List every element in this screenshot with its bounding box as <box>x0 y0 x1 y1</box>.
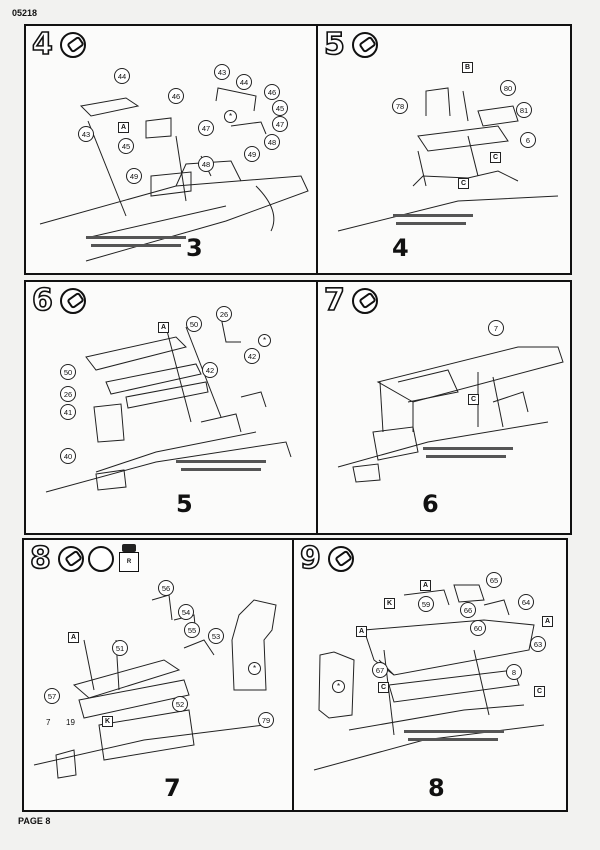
callout-48b: 48 <box>264 134 280 150</box>
step-8-drawing <box>33 594 277 779</box>
paint-flag-c: C <box>378 682 390 693</box>
step-number: 7 <box>323 283 345 318</box>
paint-flag-a: A <box>158 322 170 333</box>
asterisk-icon: * <box>258 334 271 347</box>
step-7-panel: 7 7 C 6 <box>316 280 572 535</box>
callout-50: 50 <box>186 316 202 332</box>
callout-26: 26 <box>216 306 232 322</box>
result-number: 5 <box>176 490 193 518</box>
callout-45b: 45 <box>272 100 288 116</box>
result-number: 4 <box>392 234 409 262</box>
step-6-drawing <box>45 316 292 493</box>
callout-7: 7 <box>488 320 504 336</box>
step-number: 8 <box>29 541 51 576</box>
callout-43b: 43 <box>214 64 230 80</box>
asterisk-icon: * <box>248 662 261 675</box>
step-4-panel: 4 44 46 43 45 47 48 49 43 44 46 45 47 48… <box>24 24 318 275</box>
paint-flag-c2: C <box>534 686 546 697</box>
result-number: 7 <box>164 774 181 802</box>
step-5-drawing <box>337 87 559 232</box>
callout-65: 65 <box>486 572 502 588</box>
glue-icon <box>60 32 86 58</box>
callout-26b: 26 <box>60 386 76 402</box>
callout-44b: 44 <box>236 74 252 90</box>
glue-icon <box>352 32 378 58</box>
callout-79: 79 <box>258 712 274 728</box>
callout-64: 64 <box>518 594 534 610</box>
callout-46b: 46 <box>264 84 280 100</box>
callout-54: 54 <box>178 604 194 620</box>
step-9-drawing <box>313 584 545 771</box>
step-number: 5 <box>323 27 345 62</box>
paint-flag-c: C <box>490 152 502 163</box>
paint-flag-k: K <box>102 716 114 727</box>
callout-46: 46 <box>168 88 184 104</box>
asterisk-icon: * <box>332 680 345 693</box>
kit-code: 05218 <box>12 8 38 18</box>
callout-60: 60 <box>470 620 486 636</box>
brush-icon <box>88 546 114 572</box>
callout-45: 45 <box>118 138 134 154</box>
callout-47: 47 <box>198 120 214 136</box>
result-number: 3 <box>186 234 203 262</box>
callout-67: 67 <box>372 662 388 678</box>
paint-flag-a: A <box>118 122 130 133</box>
asterisk-icon: * <box>224 110 237 123</box>
paint-flag-a2: A <box>356 626 368 637</box>
paint-flag-a3: A <box>542 616 554 627</box>
callout-80: 80 <box>500 80 516 96</box>
paint-flag-a: A <box>420 580 432 591</box>
paint-flag-b: B <box>462 62 474 73</box>
callout-6: 6 <box>520 132 536 148</box>
glue-icon <box>328 546 354 572</box>
callout-42: 42 <box>244 348 260 364</box>
glue-icon <box>60 288 86 314</box>
paint-jar-icon: R <box>118 544 140 572</box>
callout-48: 48 <box>198 156 214 172</box>
callout-55: 55 <box>184 622 200 638</box>
callout-50b: 50 <box>60 364 76 380</box>
step-7-drawing <box>337 346 564 483</box>
callout-41: 41 <box>60 404 76 420</box>
step-8-panel: 8 R * 56 54 55 53 51 57 52 79 7 19 A K 7 <box>22 538 294 812</box>
callout-52: 52 <box>172 696 188 712</box>
step-number: 6 <box>31 283 53 318</box>
part-label-7: 7 <box>46 718 51 727</box>
callout-42b: 42 <box>202 362 218 378</box>
callout-47b: 47 <box>272 116 288 132</box>
callout-56: 56 <box>158 580 174 596</box>
page-number: PAGE 8 <box>18 816 51 826</box>
result-number: 8 <box>428 774 445 802</box>
callout-44: 44 <box>114 68 130 84</box>
callout-59: 59 <box>418 596 434 612</box>
step-5-panel: 5 80 78 81 6 B C C 4 <box>316 24 572 275</box>
glue-icon <box>352 288 378 314</box>
callout-53: 53 <box>208 628 224 644</box>
callout-57: 57 <box>44 688 60 704</box>
step-number: 4 <box>31 27 53 62</box>
step-number: 9 <box>299 541 321 576</box>
step-9-panel: 9 * 65 64 59 66 60 63 67 8 A K A C C A 8 <box>292 538 568 812</box>
callout-40: 40 <box>60 448 76 464</box>
callout-51: 51 <box>112 640 128 656</box>
result-number: 6 <box>422 490 439 518</box>
callout-78: 78 <box>392 98 408 114</box>
callout-81: 81 <box>516 102 532 118</box>
paint-flag-a: A <box>68 632 80 643</box>
callout-49b: 49 <box>244 146 260 162</box>
paint-flag-c: C <box>468 394 480 405</box>
callout-63: 63 <box>530 636 546 652</box>
paint-flag-c2: C <box>458 178 470 189</box>
step-4-drawing <box>39 87 309 262</box>
callout-49: 49 <box>126 168 142 184</box>
part-label-19: 19 <box>66 718 75 727</box>
glue-icon <box>58 546 84 572</box>
step-6-panel: 6 26 50 42 50 26 42 41 40 A * 5 <box>24 280 318 535</box>
callout-8: 8 <box>506 664 522 680</box>
callout-66: 66 <box>460 602 476 618</box>
paint-flag-k: K <box>384 598 396 609</box>
callout-43: 43 <box>78 126 94 142</box>
